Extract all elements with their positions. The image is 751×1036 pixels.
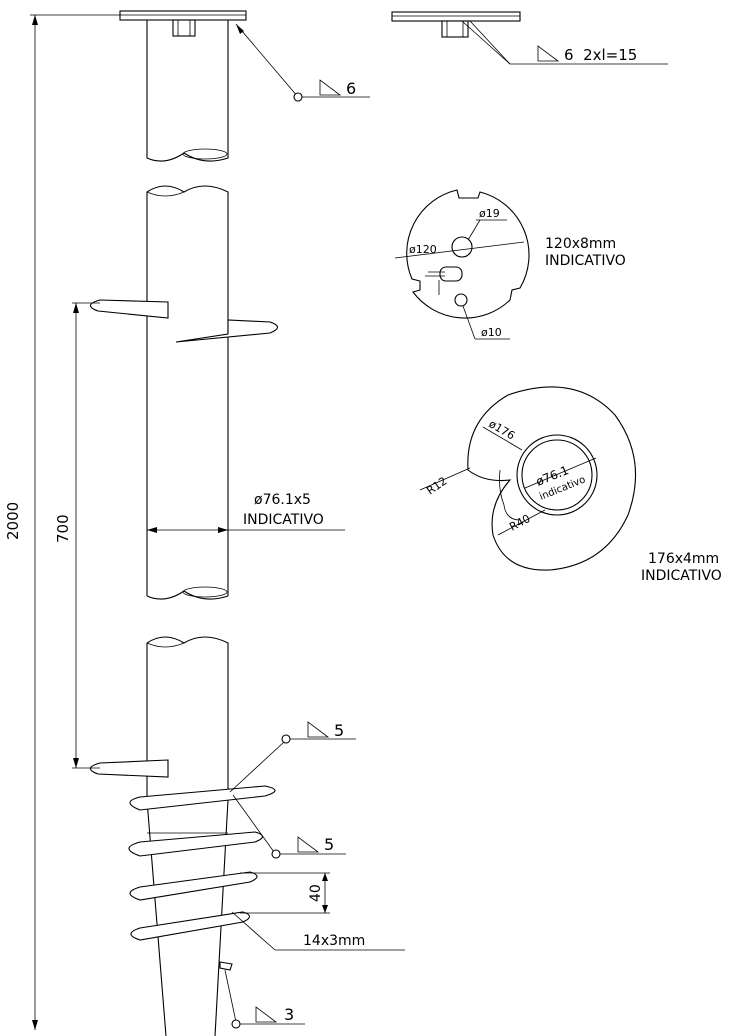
tube-segment-middle [146, 185, 229, 596]
weld-helix-lower: 5 [232, 794, 346, 859]
weld-tip: 3 [224, 969, 305, 1029]
tube-note-label: INDICATIVO [243, 512, 324, 528]
plate-diameter-label: ø120 [409, 243, 437, 256]
plate-size-label: 120x8mm [545, 236, 616, 252]
helix-r12-label: R12 [424, 474, 449, 497]
helix-blade-lower [89, 759, 169, 778]
hole-10-label: ø10 [481, 326, 502, 339]
total-length-label: 2000 [4, 502, 22, 540]
pitch-label: 40 [308, 884, 324, 902]
top-plate [119, 10, 247, 21]
helix-spacing-label: 700 [54, 514, 72, 543]
plate-side-detail: 6 2xl=15 [391, 11, 668, 65]
weld-triangle-icon [537, 45, 560, 62]
helix-blade-upper-right [175, 319, 279, 343]
weld-helix-upper: 5 [229, 721, 356, 793]
dimension-pitch: 40 [240, 872, 330, 914]
helix-blade-upper-left [89, 299, 169, 319]
weld-helix-upper-label: 5 [334, 721, 344, 740]
weld-triangle-icon [297, 836, 320, 853]
dimension-tube: ø76.1x5 INDICATIVO [147, 492, 345, 533]
plate-top-view: ø120 ø19 ø10 120x8mm INDICATIVO [394, 189, 626, 340]
bolt-nut [172, 19, 196, 37]
helix-spiral [128, 785, 276, 941]
hole-19-label: ø19 [479, 207, 500, 220]
pile-elevation [89, 10, 279, 1036]
plate-detail-weld-label: 6 2xl=15 [564, 46, 637, 64]
weld-top-plate: 6 [235, 23, 370, 102]
weld-top-label: 6 [346, 79, 356, 98]
helix-top-view: ø76.1 indicativo ø176 R12 R40 176x4mm IN… [419, 386, 722, 584]
weld-triangle-icon [319, 79, 342, 96]
dimension-helix-spacing: 700 [54, 302, 100, 769]
helix-note-label: INDICATIVO [641, 568, 722, 584]
helix-wire-label: 14x3mm [303, 933, 365, 949]
weld-tip-label: 3 [284, 1005, 294, 1024]
tube-segment-top [146, 20, 229, 162]
weld-helix-lower-label: 5 [324, 835, 334, 854]
weld-triangle-icon [307, 721, 330, 738]
tube-diameter-label: ø76.1x5 [254, 492, 311, 508]
helix-wire-callout: 14x3mm [231, 911, 405, 951]
weld-triangle-icon [255, 1006, 278, 1023]
hole-10 [454, 293, 468, 307]
tip-blade [219, 961, 233, 971]
helix-hub-inner [521, 439, 593, 511]
dimension-total: 2000 [4, 14, 120, 1030]
plate-note-label: INDICATIVO [545, 253, 626, 269]
hole-19 [451, 236, 473, 258]
helix-size-label: 176x4mm [648, 551, 719, 567]
